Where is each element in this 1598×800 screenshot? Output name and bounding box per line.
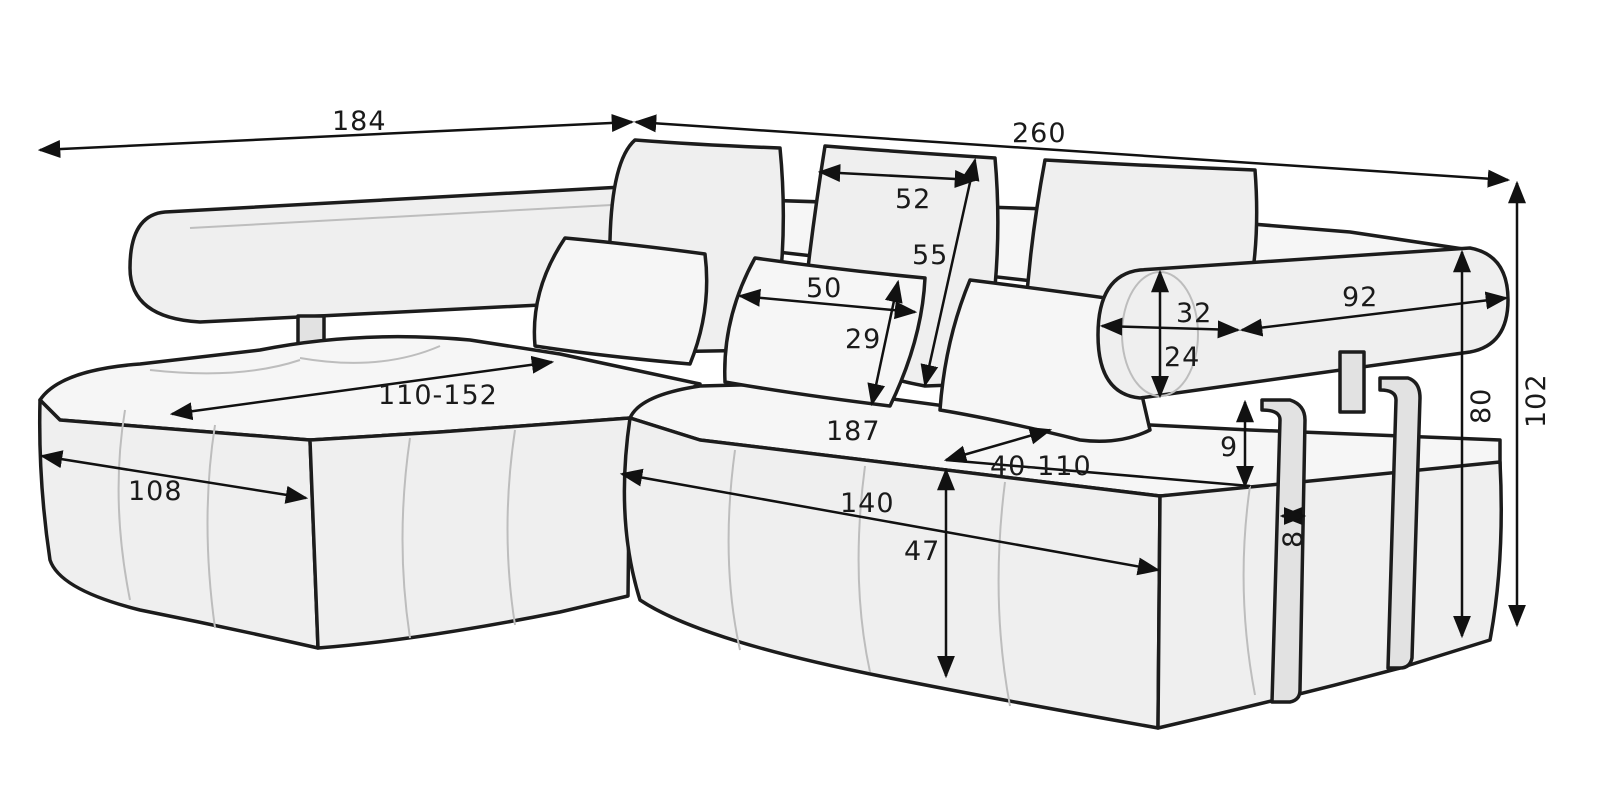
dim-seat-cushion-thickness: 9: [1220, 432, 1238, 463]
dim-chaise-length: 110-152: [378, 380, 498, 411]
leg-back: [1378, 376, 1422, 670]
chaise-side: [308, 416, 632, 650]
dim-overall-height: 102: [1521, 373, 1552, 428]
dim-seat-height: 47: [904, 536, 940, 567]
dim-armrest-length: 92: [1342, 282, 1378, 313]
dim-seat-front-length: 140: [840, 488, 895, 519]
small-pillow-1: [532, 236, 709, 366]
dim-pillow-small-height: 29: [845, 324, 881, 355]
seat-side: [1156, 460, 1503, 730]
dim-seat-length: 187: [826, 416, 881, 447]
dim-leg-width: 8: [1278, 530, 1309, 548]
chaise-front: [37, 398, 320, 650]
dim-seat-depth-adjustable: 40-110: [990, 451, 1092, 482]
dim-armrest-total-height: 80: [1466, 388, 1497, 424]
dim-pillow-small-width: 50: [806, 273, 842, 304]
dim-pillow-large-width: 52: [895, 184, 931, 215]
dim-chaise-depth: 108: [128, 476, 183, 507]
dim-armrest-width: 32: [1176, 298, 1212, 329]
armrest-leg: [1338, 350, 1366, 414]
dim-armrest-height: 24: [1164, 342, 1200, 373]
dim-pillow-large-height: 55: [912, 240, 948, 271]
dim-overall-length-left: 184: [332, 106, 387, 137]
leg-front: [1260, 398, 1307, 704]
dim-overall-length-right: 260: [1012, 118, 1067, 149]
left-back-bolster: [128, 184, 642, 324]
